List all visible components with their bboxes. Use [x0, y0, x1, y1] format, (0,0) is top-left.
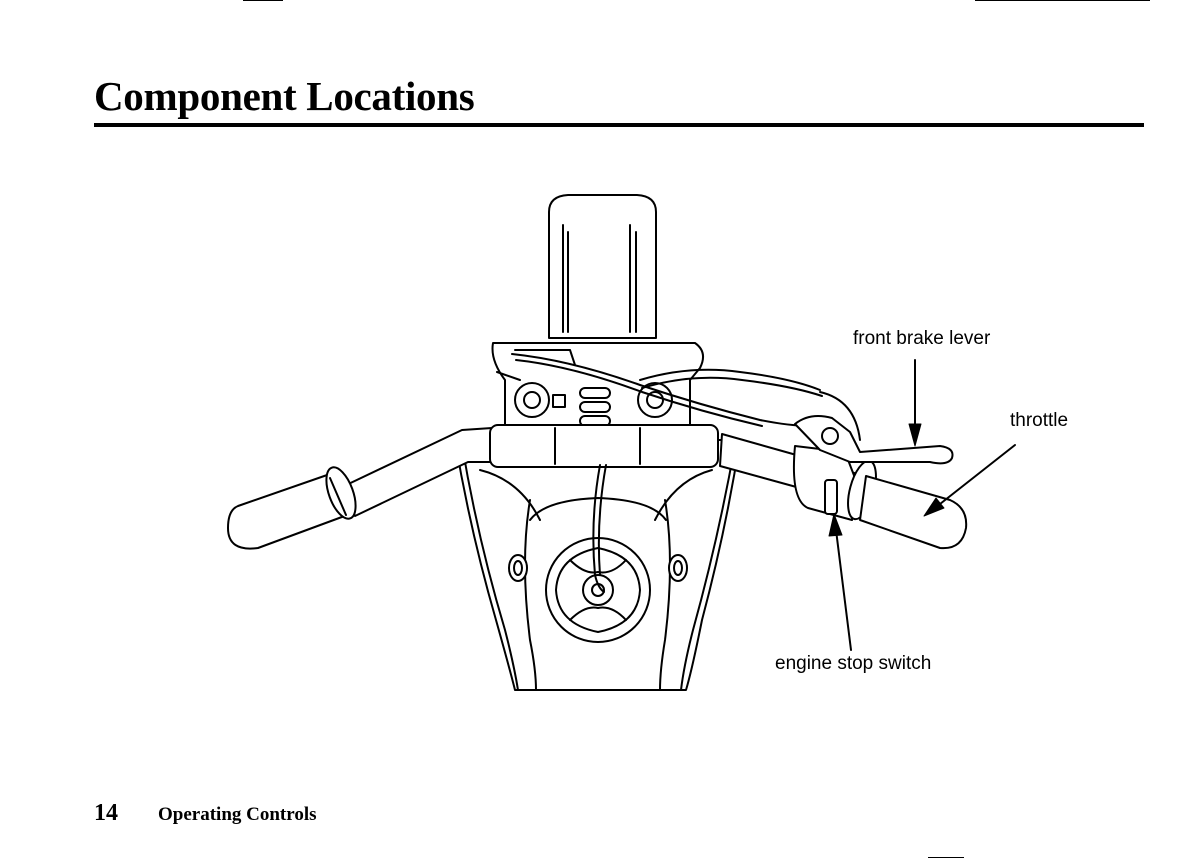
number-plate — [548, 194, 657, 339]
section-name: Operating Controls — [158, 804, 317, 825]
callout-leaders — [828, 359, 1016, 651]
page-footer: 14 Operating Controls — [94, 800, 317, 827]
steering-stem-nut — [545, 537, 651, 643]
throttle-grip — [847, 459, 968, 550]
brake-lever — [794, 415, 954, 465]
title-rule — [94, 123, 1144, 127]
crop-mark-top-left — [243, 0, 283, 1]
page-number: 14 — [94, 800, 118, 826]
control-cables — [511, 353, 861, 593]
callout-front-brake-lever: front brake lever — [853, 328, 991, 349]
left-grip — [227, 466, 357, 550]
crop-mark-top-right — [975, 0, 1150, 1]
callout-throttle: throttle — [1010, 410, 1069, 431]
crop-mark-bottom-right — [928, 857, 964, 858]
callout-engine-stop-switch: engine stop switch — [775, 653, 932, 674]
page-title: Component Locations — [94, 73, 475, 119]
handlebar-pad — [489, 424, 719, 468]
